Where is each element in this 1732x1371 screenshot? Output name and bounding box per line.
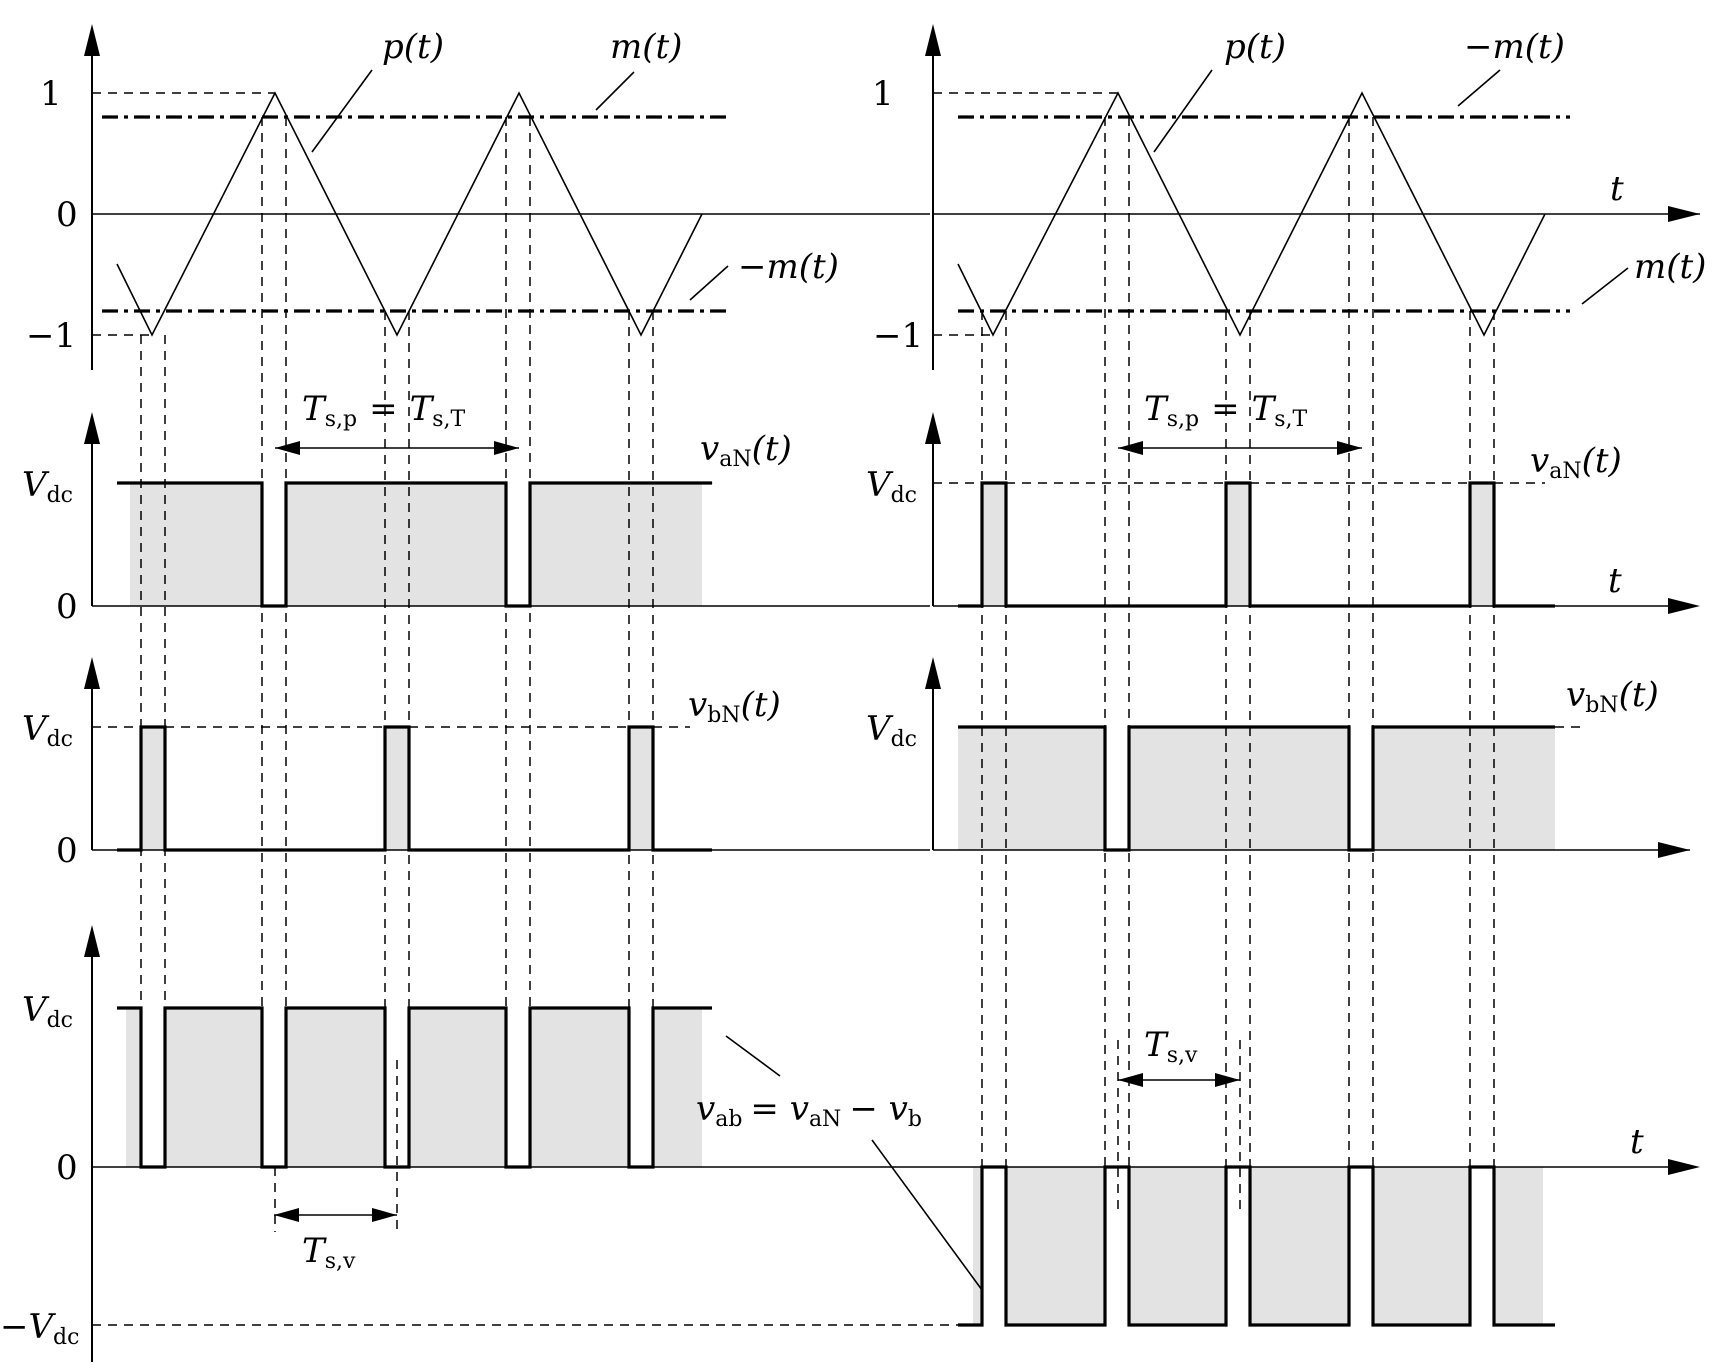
vab-plot: Vdc 0 −Vdc t vab= vaN− vb Ts,v Ts,v [0,925,1700,1362]
vab-left-tsv-label: Ts,v [302,1231,356,1274]
left-carrier-triangle-wave [116,91,703,337]
right-vbn-vdc-tick: Vdc [866,709,917,752]
left-tick-one: 1 [40,74,62,114]
left-period-arrow-left-icon [275,441,300,455]
left-period-label: Ts,p=Ts,T [302,389,466,432]
vab-y-arrow-icon [84,925,100,957]
right-van-t-label: t [1608,561,1622,601]
right-vbn-waveform [958,725,1555,852]
vab-label: vab= vaN− vb [696,1089,922,1132]
vab-left-tsv-arrow-left-icon [274,1208,299,1222]
right-tick-minus-one: −1 [873,316,923,356]
right-vbn-label: vbN(t) [1566,675,1659,718]
left-carrier-label: p(t) [382,27,444,67]
right-carrier-label: p(t) [1224,27,1286,67]
vab-vdc-tick: Vdc [22,990,73,1033]
right-van-plot: Vdc t Ts,p=Ts,T vaN(t) [866,389,1700,614]
vab-t-label: t [1630,1122,1644,1162]
right-vbn-x-arrow-icon [1658,842,1690,858]
left-van-waveform [117,481,712,608]
right-lower-ref-label: m(t) [1634,247,1706,287]
left-tick-zero: 0 [56,195,78,235]
left-vbn-plot: Vdc 0 vbN(t) [22,657,930,871]
vab-right-tsv-arrow-right-icon [1215,1073,1240,1087]
right-carrier-t-label: t [1610,169,1624,209]
left-van-y-arrow-icon [84,412,100,444]
left-vbn-label: vbN(t) [688,685,781,728]
vab-right-tsv-arrow-left-icon [1118,1073,1143,1087]
right-tick-one: 1 [872,74,894,114]
right-upper-ref-label: −m(t) [1464,27,1565,67]
left-vbn-vdc-tick: Vdc [22,709,73,752]
right-period-arrow-left-icon [1118,441,1143,455]
left-upper-ref-label: m(t) [610,27,682,67]
right-vbn-plot: Vdc vbN(t) [866,657,1690,858]
vertical-guides [140,117,1495,1232]
right-van-waveform [958,481,1555,608]
right-vbn-y-arrow-icon [925,657,941,689]
right-van-label: vaN(t) [1530,441,1622,484]
left-van-label: vaN(t) [700,429,792,472]
left-vbn-waveform [117,725,712,852]
right-van-x-arrow-icon [1668,598,1700,614]
right-van-vdc-tick: Vdc [866,465,917,508]
vab-right-waveform [958,1165,1555,1327]
right-carrier-x-arrow-icon [1668,206,1700,222]
vab-zero-tick: 0 [56,1148,78,1188]
left-van-zero-tick: 0 [56,587,78,627]
left-carrier-plot: 1 0 −1 p(t) m(t) −m(t) [26,24,930,370]
left-van-plot: Vdc 0 Ts,p=Ts,T vaN(t) [22,389,930,627]
vab-x-arrow-icon [1668,1159,1700,1175]
right-carrier-y-arrow-icon [925,24,941,56]
left-carrier-y-arrow-icon [84,24,100,56]
vab-left-tsv-arrow-right-icon [372,1208,397,1222]
left-vbn-zero-tick: 0 [56,831,78,871]
vab-right-tsv-label: Ts,v [1144,1025,1198,1068]
left-van-vdc-tick: Vdc [22,465,73,508]
left-lower-ref-label: −m(t) [738,247,839,287]
right-van-y-arrow-icon [925,412,941,444]
right-carrier-triangle-wave [957,91,1546,337]
right-carrier-plot: 1 −1 t p(t) −m(t) m(t) [872,24,1706,370]
right-period-arrow-right-icon [1337,441,1362,455]
left-period-arrow-right-icon [494,441,519,455]
left-tick-minus-one: −1 [26,316,76,356]
vab-minus-vdc-tick: −Vdc [0,1307,79,1350]
left-vbn-y-arrow-icon [84,657,100,689]
